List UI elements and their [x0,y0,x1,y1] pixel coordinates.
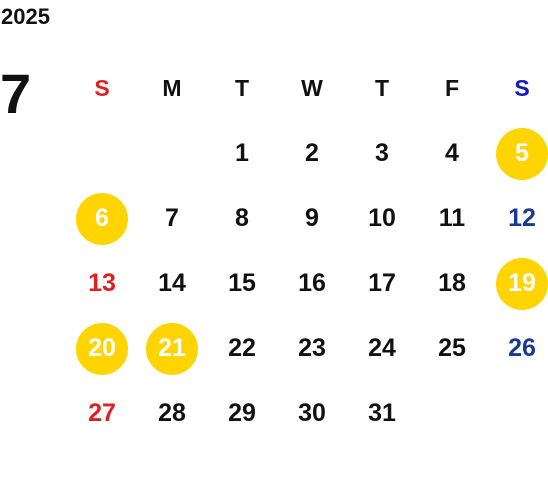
weekday-header-mon: M [162,75,182,101]
calendar-grid: S M T W T F S 1 2 3 4 5 6 7 8 9 10 11 12… [67,56,548,446]
day-cell: 29 [228,399,256,427]
weekday-header-thu: T [374,75,390,101]
day-cell: 11 [438,204,466,232]
day-cell: 31 [368,399,396,427]
day-cell: 22 [228,334,256,362]
day-cell: 24 [368,334,396,362]
day-cell-highlighted: 20 [67,316,137,381]
day-cell-sunday: 27 [88,399,116,427]
weekday-header-fri: F [444,75,460,101]
day-cell: 15 [228,269,256,297]
day-cell: 28 [158,399,186,427]
day-cell: 25 [438,334,466,362]
day-cell: 17 [368,269,396,297]
day-cell: 1 [235,139,249,167]
day-cell: 10 [368,204,396,232]
day-cell-empty [137,121,207,186]
day-cell-empty [417,381,487,446]
day-cell: 30 [298,399,326,427]
day-cell-saturday: 26 [508,334,536,362]
day-cell: 23 [298,334,326,362]
year-label: 2025 [1,4,50,29]
holiday-badge: 5 [496,127,548,180]
day-cell-saturday: 12 [508,204,536,232]
weekday-header-tue: T [234,75,250,101]
day-cell: 16 [298,269,326,297]
month-number: 7 [0,62,32,125]
day-cell: 18 [438,269,466,297]
day-cell-highlighted: 19 [487,251,548,316]
holiday-badge: 6 [76,192,128,245]
day-cell: 14 [158,269,186,297]
weekday-header-wed: W [301,75,323,101]
day-cell: 4 [445,139,459,167]
day-cell: 7 [165,204,179,232]
holiday-badge: 20 [76,322,128,375]
holiday-badge: 19 [496,257,548,310]
weekday-header-sat: S [514,75,530,101]
day-cell-highlighted: 21 [137,316,207,381]
day-cell: 2 [305,139,319,167]
day-cell-highlighted: 5 [487,121,548,186]
holiday-badge: 21 [146,322,198,375]
day-cell-empty [487,381,548,446]
day-cell: 3 [375,139,389,167]
day-cell-empty [67,121,137,186]
day-cell-sunday: 13 [88,269,116,297]
day-cell: 8 [235,204,249,232]
day-cell: 9 [305,204,319,232]
weekday-header-sun: S [94,75,110,101]
day-cell-highlighted: 6 [67,186,137,251]
